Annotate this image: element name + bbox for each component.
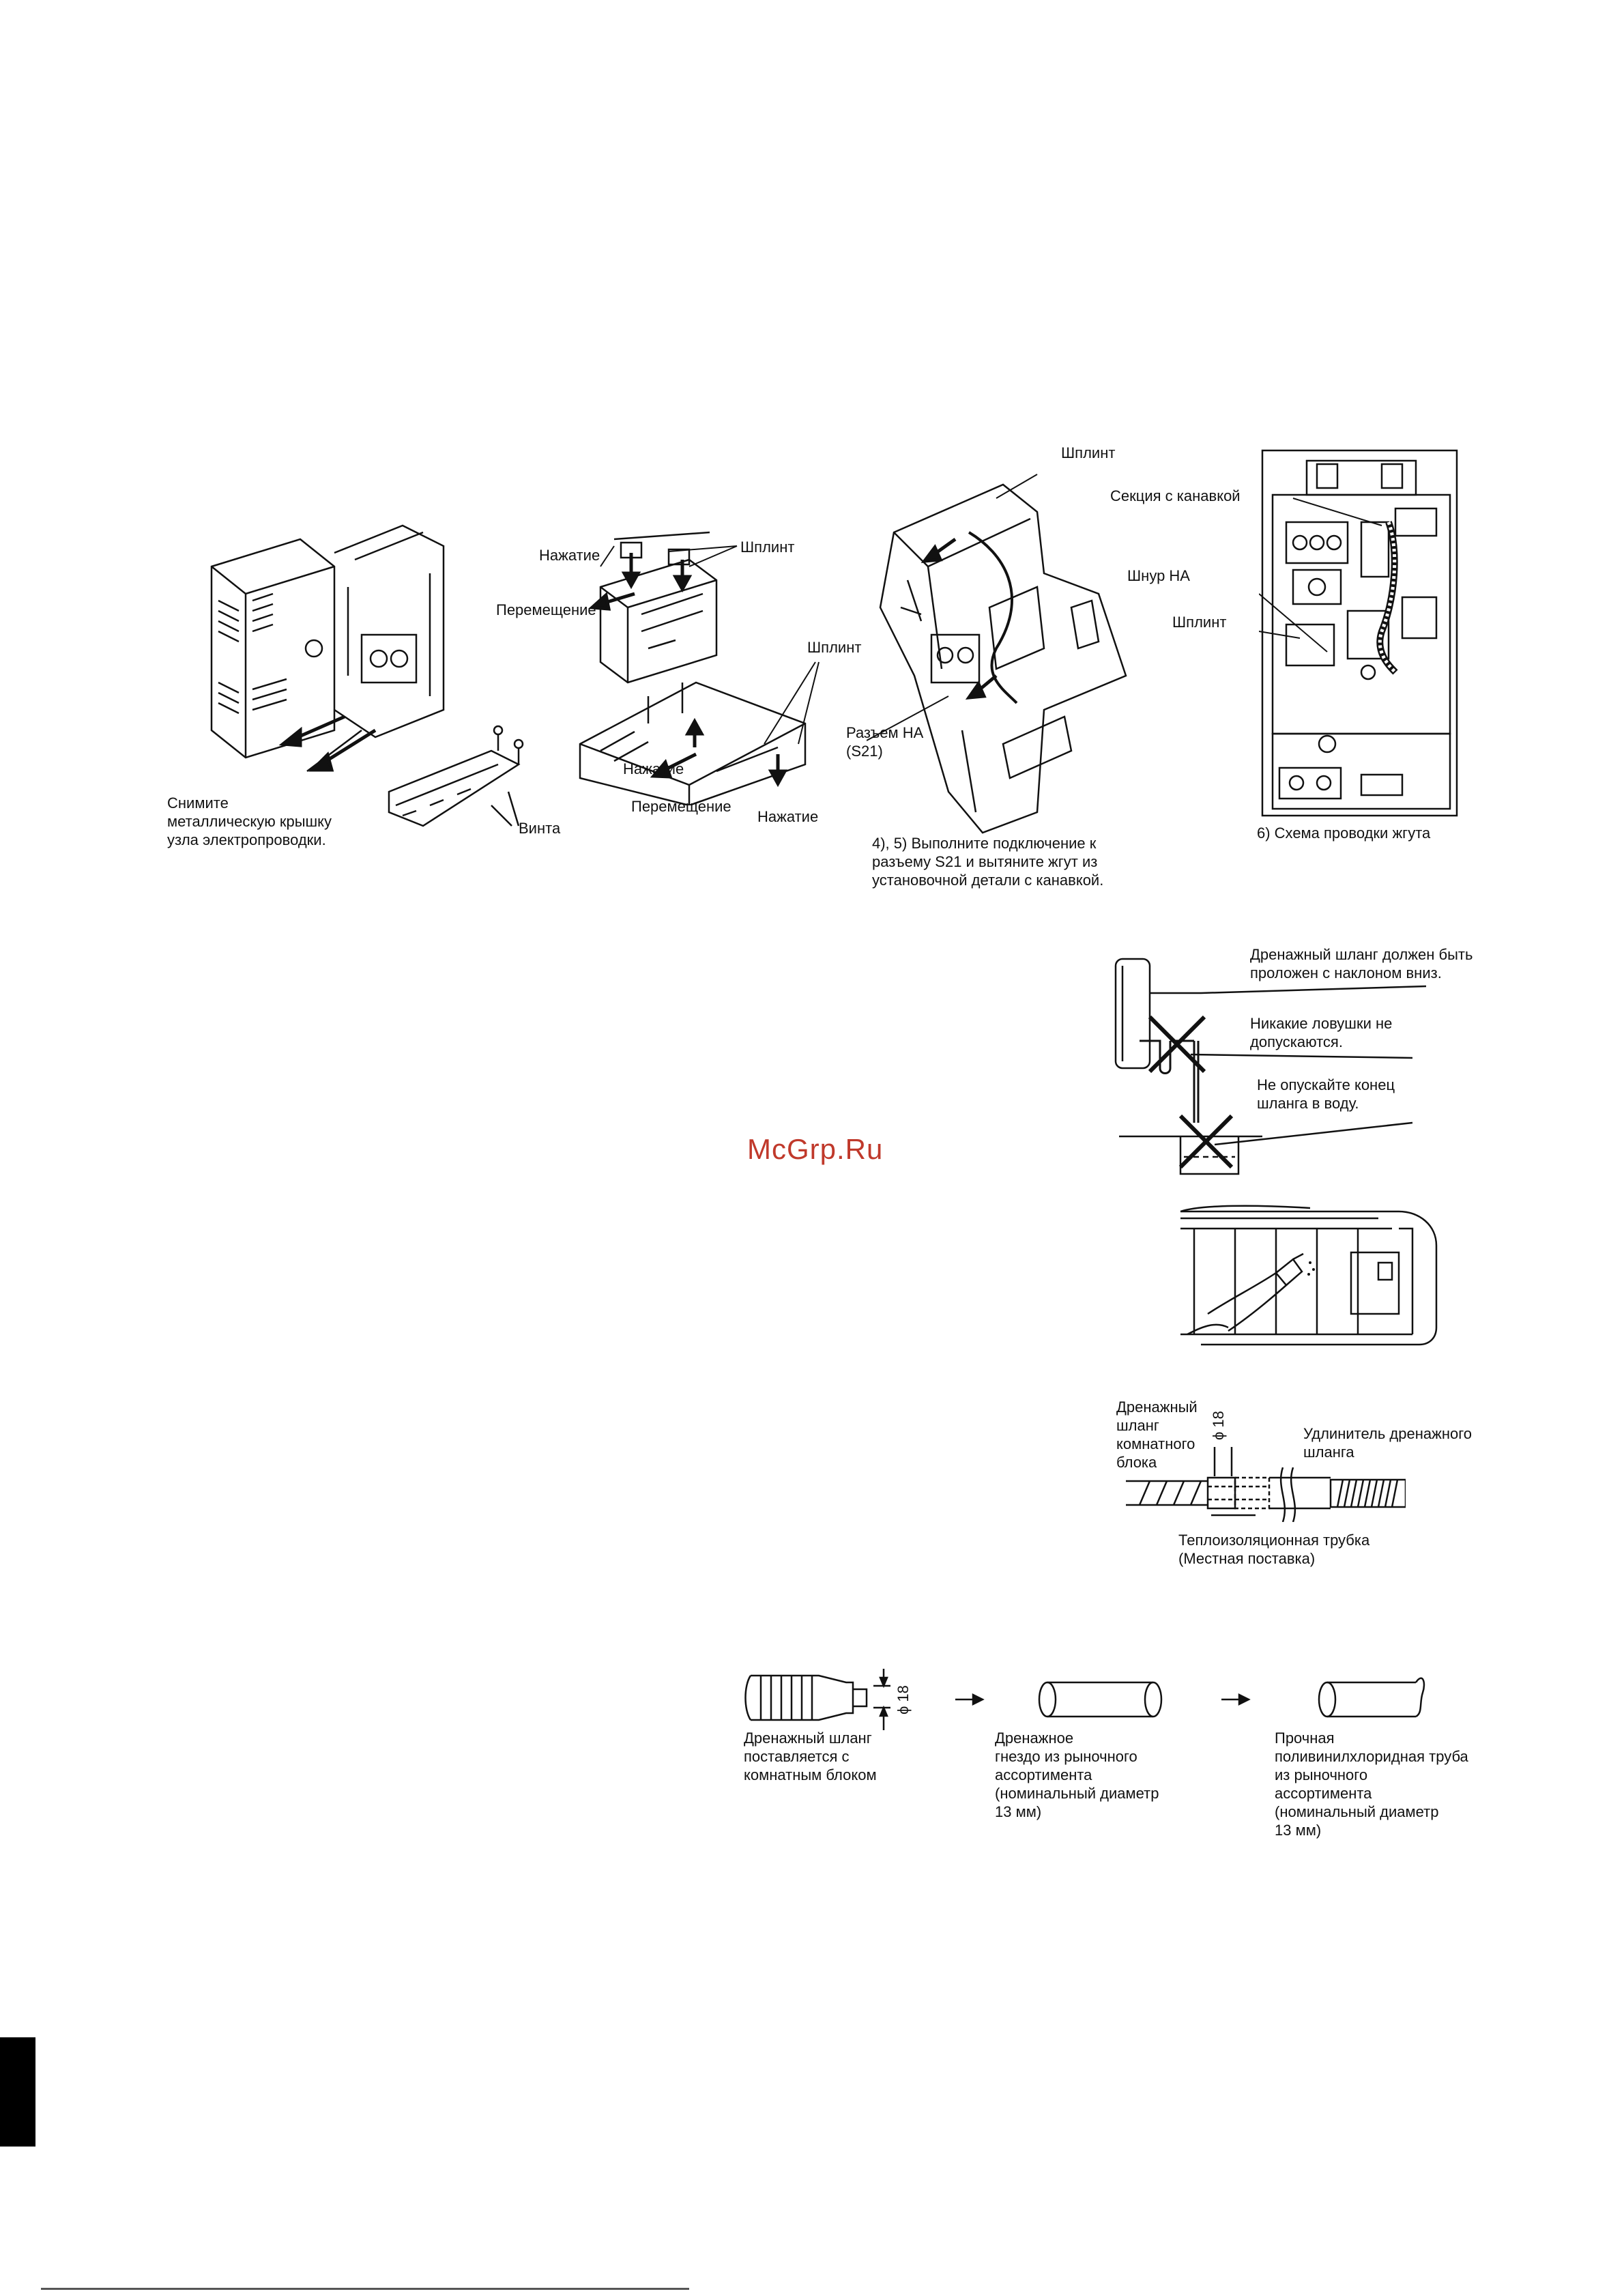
drain-pan-check-illustration	[1180, 1205, 1438, 1346]
drain-extension-label: Удлинитель дренажного шланга	[1303, 1425, 1472, 1461]
wiring-cover-illustration	[210, 524, 524, 827]
press-label-top: Нажатие	[539, 547, 600, 564]
drain-slope-diagram	[1114, 958, 1426, 1175]
connect-step-caption: 4), 5) Выполните подключение к разъему S…	[872, 835, 1104, 889]
extension-diameter-label: ϕ 18	[1210, 1411, 1227, 1440]
pin-label-fig3: Шплинт	[1061, 444, 1116, 461]
drain-slope-note: Дренажный шланг должен быть проложен с н…	[1250, 946, 1473, 981]
pin-label-right: Шплинт	[807, 639, 862, 656]
pin-label-top: Шплинт	[740, 539, 795, 556]
no-water-note: Не опускайте конец шланга в воду.	[1257, 1076, 1395, 1112]
move-label-bottom: Перемещение	[631, 798, 731, 815]
screws-label: Винта	[519, 820, 561, 837]
drain-socket-label: Дренажное гнездо из рыночного ассортимен…	[995, 1730, 1159, 1820]
move-label-top: Перемещение	[496, 601, 596, 618]
footer-rule	[41, 2288, 689, 2290]
press-label-bottom: Нажатие	[757, 808, 819, 825]
no-traps-note: Никакие ловушки не допускаются.	[1250, 1015, 1393, 1050]
supplied-drain-hose-label: Дренажный шланг поставляется с комнатным…	[744, 1730, 877, 1783]
connector-s21-illustration	[867, 474, 1127, 834]
press-label-mid: Нажатие	[623, 760, 684, 777]
connector-s21-label: Разъем HA (S21)	[846, 724, 924, 760]
latch-release-illustration	[579, 531, 820, 805]
drain-hose-pipe-sequence	[744, 1669, 1425, 1730]
insulation-tube-label: Теплоизоляционная трубка (Местная постав…	[1178, 1532, 1370, 1567]
drain-extension-diagram	[1126, 1447, 1406, 1522]
indoor-drain-hose-label: Дренажный шланг комнатного блока	[1116, 1398, 1198, 1471]
pvc-pipe-label: Прочная поливинилхлоридная труба из рыно…	[1275, 1730, 1468, 1839]
harness-wiring-caption: 6) Схема проводки жгута	[1257, 824, 1431, 842]
harness-wiring-schematic	[1259, 449, 1458, 817]
pipe-diameter-label: ϕ 18	[895, 1685, 912, 1714]
remove-cover-caption: Снимите металлическую крышку узла электр…	[167, 794, 332, 848]
ha-cord-label: Шнур HA	[1127, 567, 1190, 584]
pin-label-fig4: Шплинт	[1172, 614, 1227, 631]
watermark: McGrp.Ru	[747, 1133, 884, 1165]
page-edge-tab	[0, 2037, 35, 2147]
groove-section-label: Секция с канавкой	[1110, 487, 1241, 504]
